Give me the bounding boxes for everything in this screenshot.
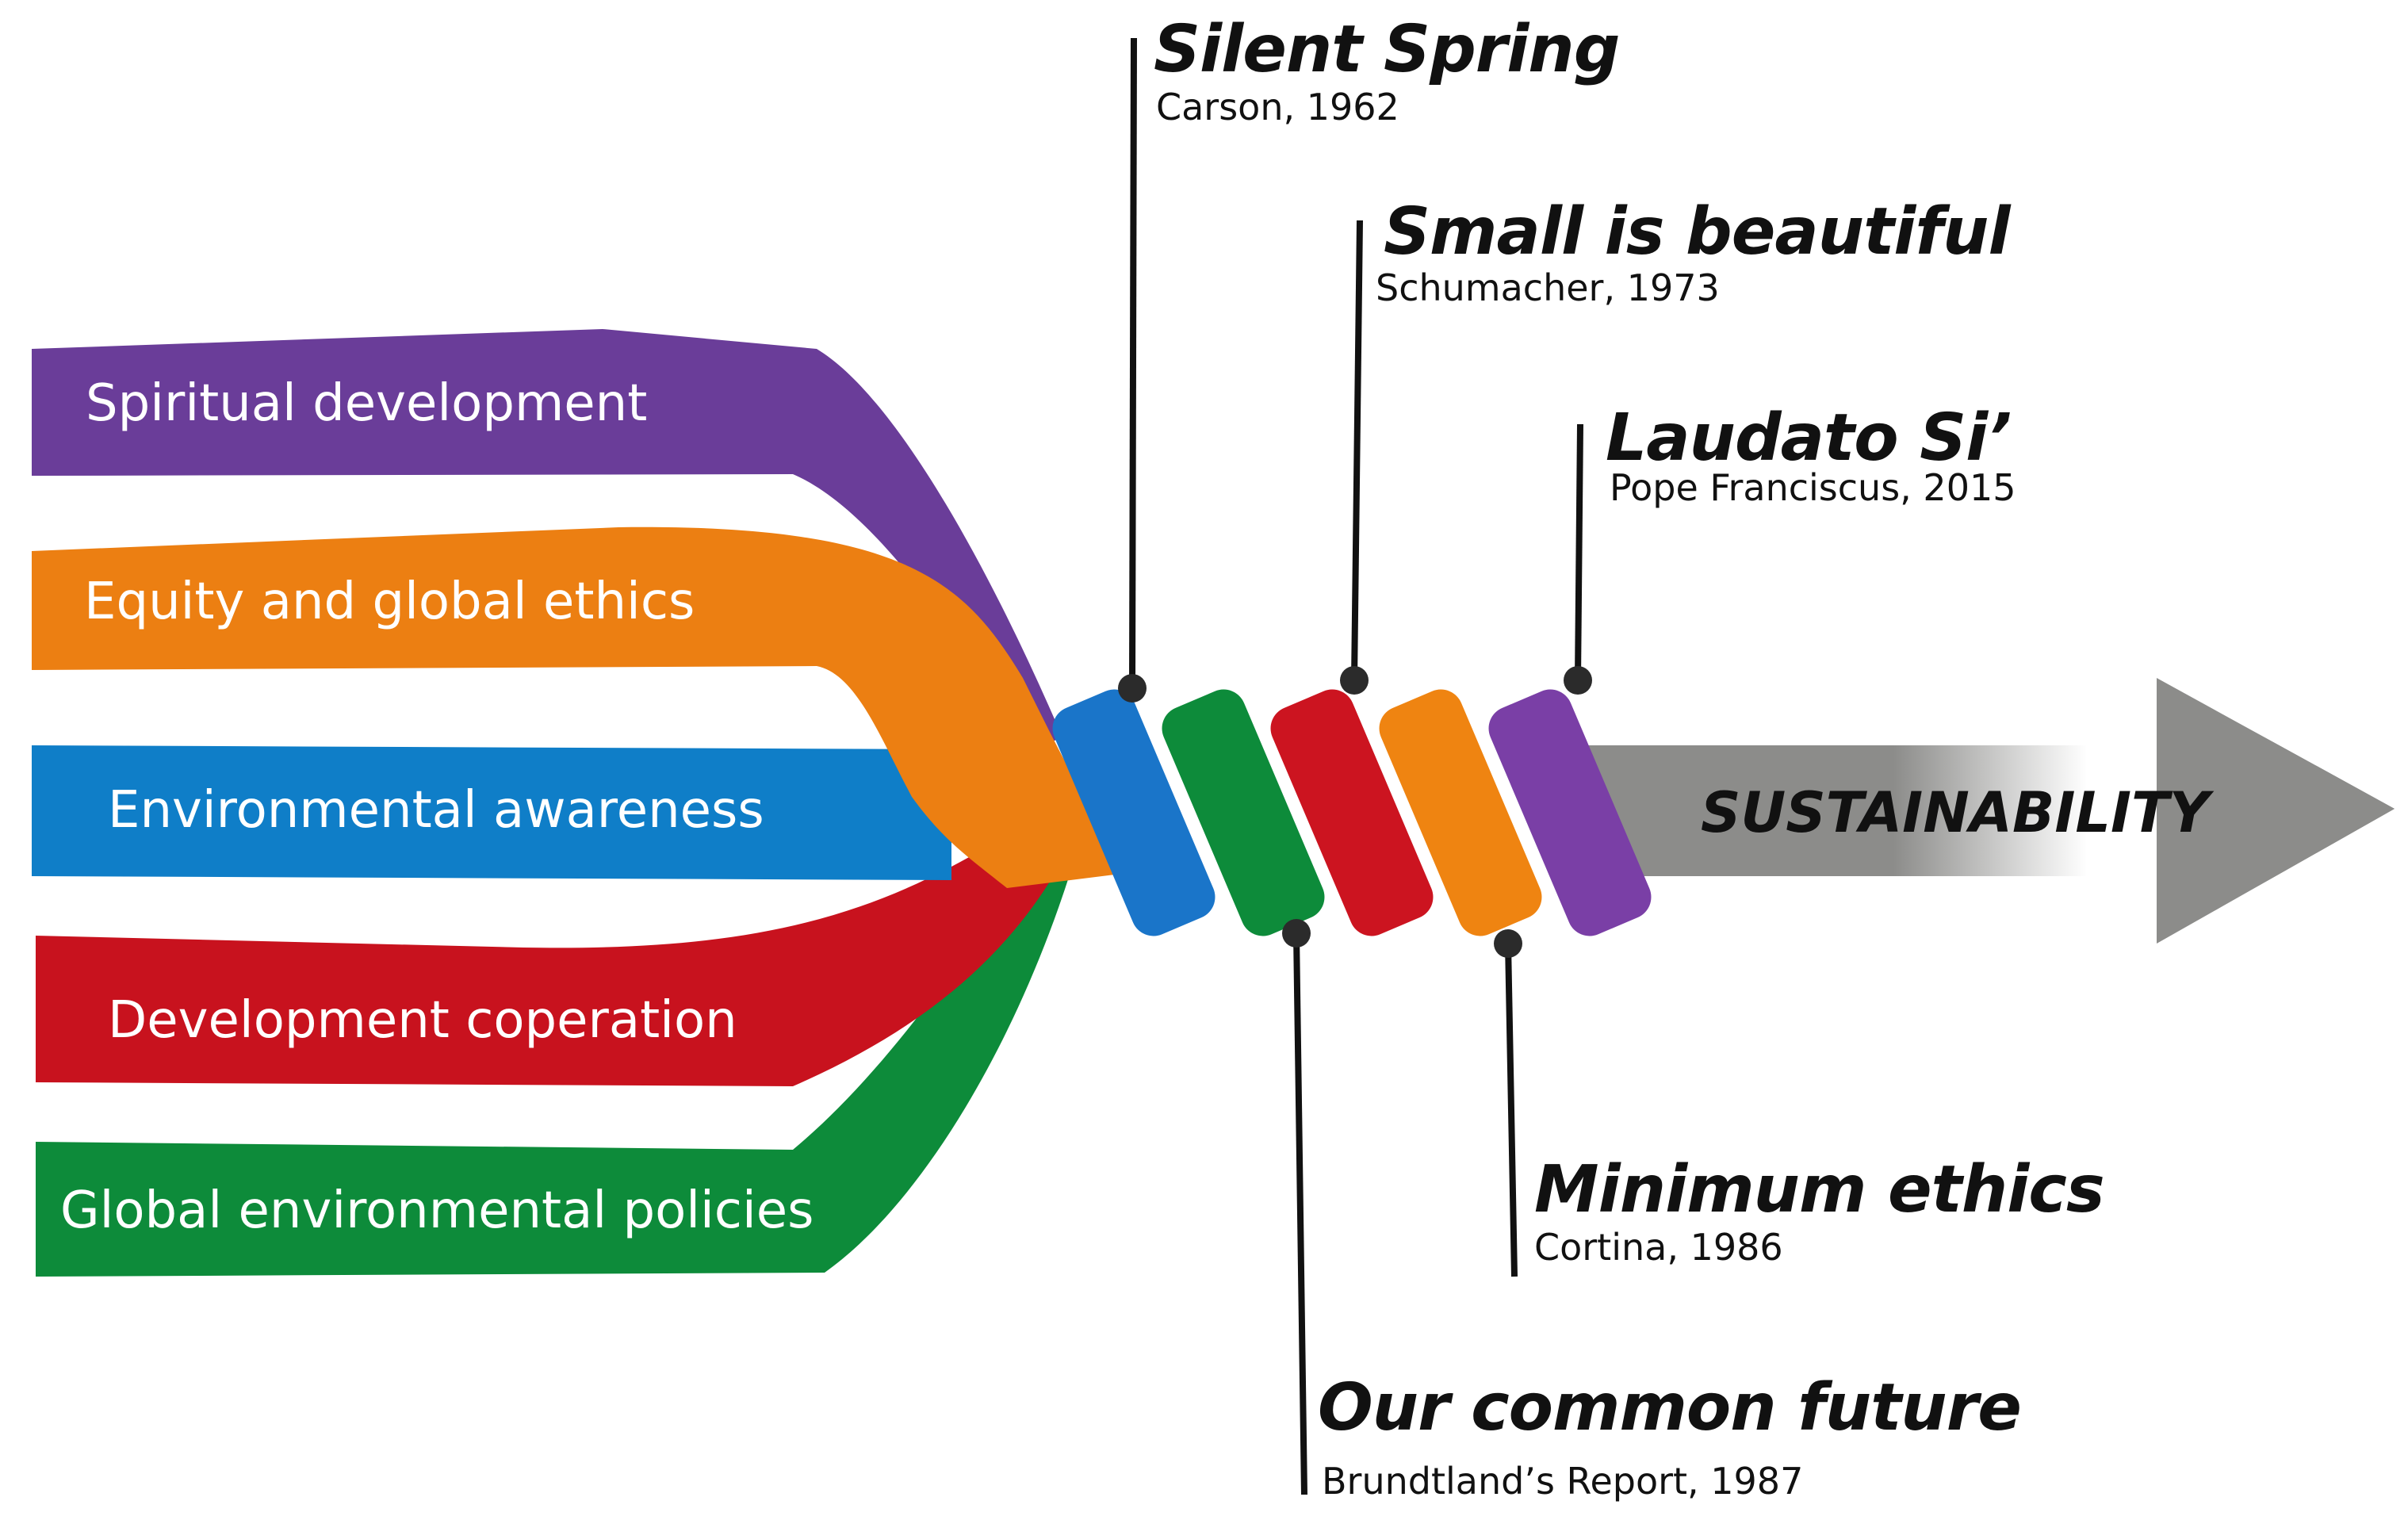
stream-label-development-cooperation: Development coperation	[108, 991, 737, 1050]
band-4	[1379, 689, 1542, 936]
stream-equity-global-ethics	[32, 526, 1134, 888]
stream-spiritual-development	[32, 329, 1062, 753]
milestone-subtitle-our-common-future: Brundtland’s Report, 1987	[1322, 1460, 1804, 1503]
connector-small-is-beautiful	[1351, 220, 1363, 681]
arrow-head	[2157, 678, 2395, 944]
stream-label-environmental-awareness: Environmental awareness	[108, 781, 764, 840]
dot-minimum-ethics	[1494, 929, 1522, 958]
stream-label-global-environmental-policies: Global environmental policies	[60, 1181, 814, 1240]
band-2	[1162, 689, 1325, 936]
band-1	[1052, 689, 1215, 936]
stream-environmental-awareness	[32, 745, 951, 880]
dot-small-is-beautiful	[1340, 666, 1369, 695]
arrow-solid-body	[1586, 745, 1764, 876]
milestone-connectors	[1118, 37, 1592, 1495]
stream-label-equity-global-ethics: Equity and global ethics	[84, 572, 695, 631]
connector-laudato-si	[1575, 423, 1583, 681]
milestone-subtitle-silent-spring: Carson, 1962	[1156, 86, 1399, 128]
milestone-title-silent-spring: Silent Spring	[1154, 12, 1620, 87]
connector-silent-spring	[1129, 37, 1137, 689]
band-5	[1488, 689, 1652, 936]
dot-laudato-si	[1564, 666, 1592, 695]
milestone-title-minimum-ethics: Minimum ethics	[1534, 1152, 2105, 1227]
dot-our-common-future	[1282, 919, 1311, 948]
milestone-title-small-is-beautiful: Small is beautiful	[1384, 194, 2011, 270]
milestone-subtitle-laudato-si: Pope Franciscus, 2015	[1610, 466, 2016, 509]
milestone-title-our-common-future: Our common future	[1318, 1370, 2022, 1445]
stream-label-spiritual-development: Spiritual development	[86, 374, 648, 433]
stream-development-cooperation	[36, 844, 1062, 1086]
twist-bands	[1052, 689, 1652, 936]
sustainability-arrow	[1586, 678, 2395, 944]
sustainability-label: SUSTAINABILITY	[1701, 780, 2210, 845]
milestone-subtitle-minimum-ethics: Cortina, 1986	[1534, 1226, 1783, 1269]
connector-minimum-ethics	[1505, 943, 1518, 1277]
band-3	[1270, 689, 1434, 936]
milestone-title-laudato-si: Laudato Si’	[1606, 400, 2012, 476]
connector-our-common-future	[1293, 932, 1307, 1495]
dot-silent-spring	[1118, 674, 1147, 703]
stream-global-environmental-policies	[36, 856, 1070, 1277]
milestone-subtitle-small-is-beautiful: Schumacher, 1973	[1376, 266, 1720, 309]
